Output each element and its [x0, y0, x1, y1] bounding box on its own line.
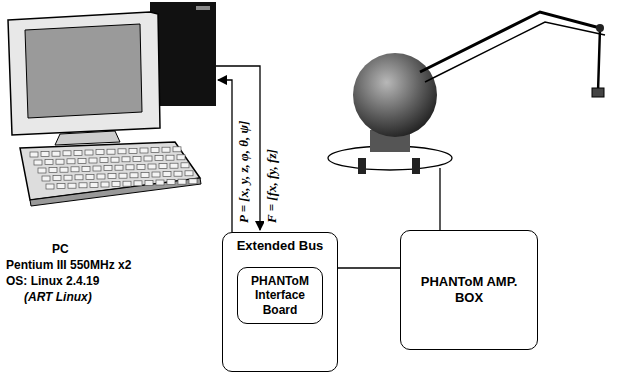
pc-keyboard: [20, 142, 201, 206]
hardware-box: PHANToM AMP. BOX: [400, 230, 538, 350]
interface-board-box: PHANToM Interface Board: [237, 267, 323, 324]
pc-spec-label: OS: Linux 2.4.19: [6, 274, 99, 289]
box-label: Extended Bus: [228, 238, 332, 258]
cable-connector: [338, 267, 400, 268]
signal-label: P = [x, y, z, φ, θ, ψ]: [236, 119, 252, 225]
phantom-device: [328, 12, 605, 230]
pc-spec-label: (ART Linux): [24, 290, 92, 305]
pc-monitor: [8, 12, 160, 145]
signal-label: F = [fx, fy, fz]: [264, 147, 280, 225]
pc-spec-label: Pentium III 550MHz x2: [6, 258, 131, 273]
box-label: PHANToM Interface Board: [244, 274, 316, 317]
pc-spec-label: PC: [52, 242, 69, 257]
box-label: PHANToM AMP. BOX: [409, 274, 529, 305]
signal-wire: [216, 66, 260, 232]
hardware-box: Extended BusPHANToM Interface Board: [222, 232, 338, 372]
